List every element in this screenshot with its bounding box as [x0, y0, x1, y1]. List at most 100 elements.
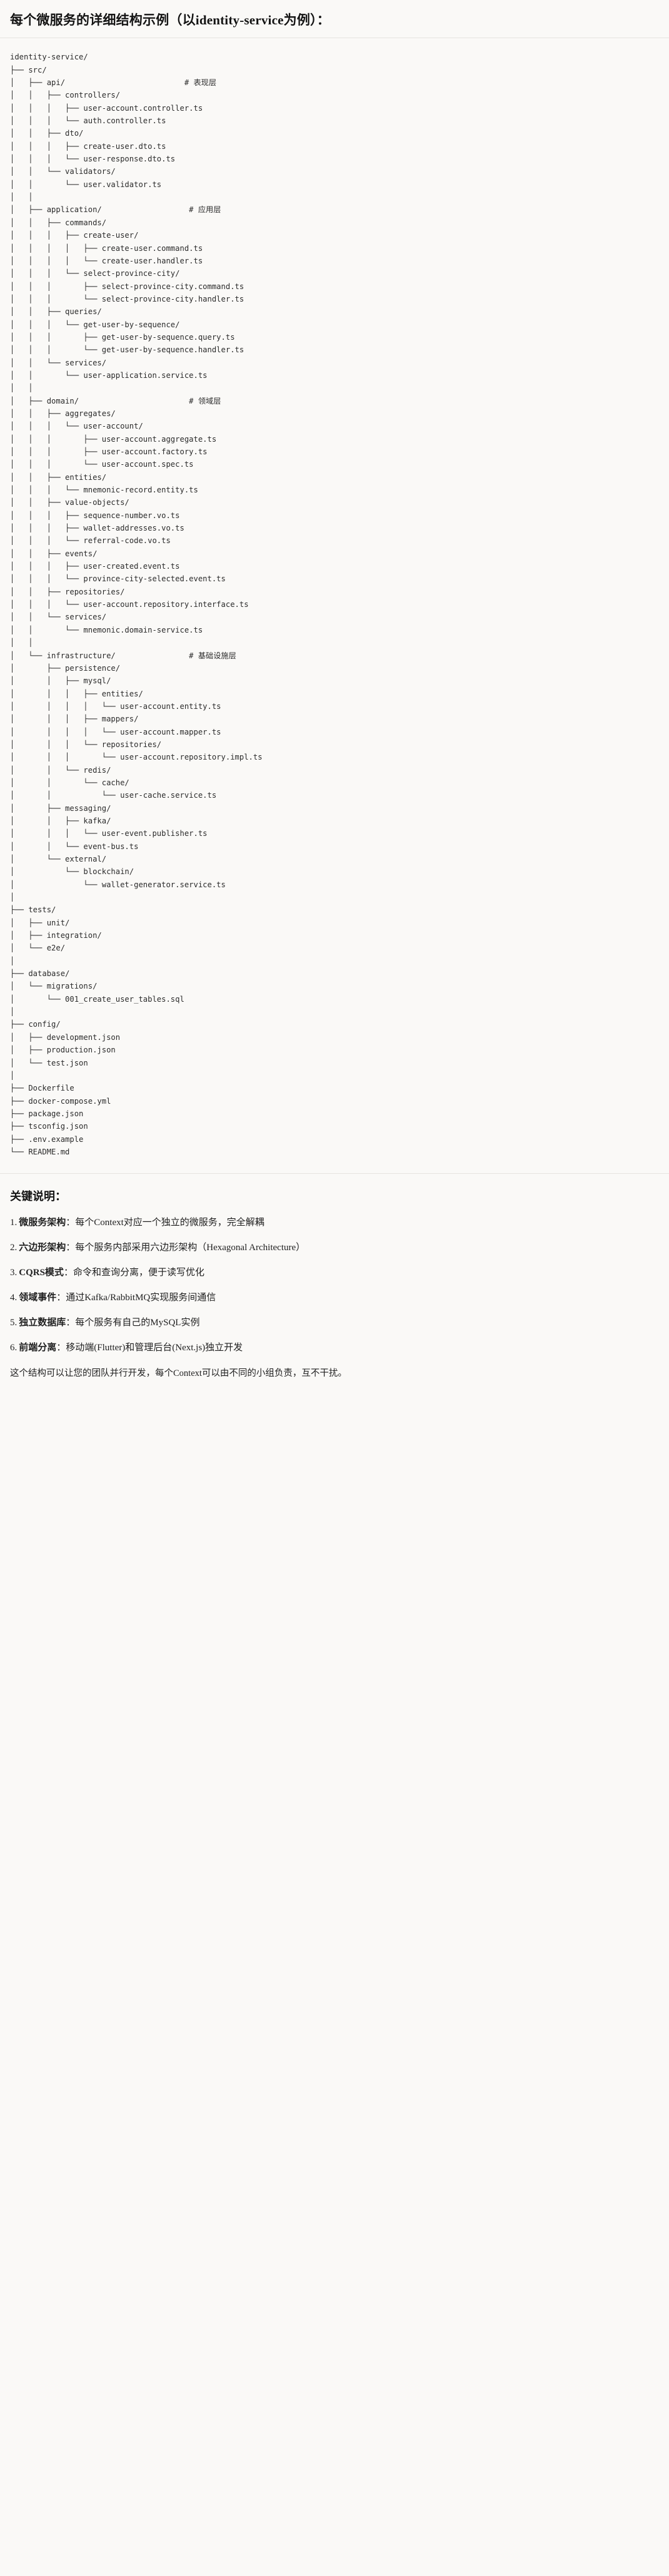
tree-line: │ ├── application/ # 应用层	[10, 205, 221, 215]
key-note-item: 3.CQRS模式：命令和查询分离，便于读写优化	[10, 1265, 659, 1280]
key-note-description: 每个服务内部采用六边形架构（Hexagonal Architecture）	[75, 1243, 306, 1253]
tree-line: │	[10, 1071, 15, 1080]
tree-line: │ │ └── user.validator.ts	[10, 180, 162, 189]
key-note-separator: ：	[56, 1293, 66, 1303]
tree-line: │ │ ├── repositories/	[10, 587, 125, 596]
tree-line: │ │ ├── controllers/	[10, 91, 121, 100]
tree-line: ├── config/	[10, 1020, 61, 1029]
tree-line: │ │ └── services/	[10, 613, 107, 622]
directory-tree-block: identity-service/ ├── src/ │ ├── api/ # 表现…	[0, 38, 669, 1174]
tree-line: │ │ ├── aggregates/	[10, 409, 116, 418]
tree-line: │ │	[10, 384, 33, 393]
tree-line: │ │ ├── events/	[10, 549, 98, 558]
tree-line: │ │ │ │ ├── create-user.command.ts	[10, 243, 203, 253]
tree-line: │ │ ├── commands/	[10, 218, 107, 227]
tree-line: │	[10, 956, 15, 965]
key-note-item: 5.独立数据库：每个服务有自己的MySQL实例	[10, 1315, 659, 1330]
key-note-body: 领域事件：通过Kafka/RabbitMQ实现服务间通信	[19, 1290, 216, 1305]
tree-line: │ └── wallet-generator.service.ts	[10, 880, 226, 889]
key-notes-title: 关键说明：	[10, 1190, 66, 1203]
key-note-number: 4.	[10, 1293, 18, 1303]
tree-line: │ │ │ └── province-city-selected.event.t…	[10, 574, 226, 584]
key-note-body: 前端分离：移动端(Flutter)和管理后台(Next.js)独立开发	[19, 1340, 243, 1355]
key-note-term: CQRS模式	[19, 1268, 64, 1278]
tree-line: │ │	[10, 638, 33, 648]
tree-line: │ │ ├── value-objects/	[10, 498, 129, 507]
tree-line: ├── tsconfig.json	[10, 1122, 88, 1131]
directory-tree-code: identity-service/ ├── src/ │ ├── api/ # 表现…	[10, 51, 659, 1158]
tree-line: │ │ └── services/	[10, 358, 107, 367]
key-note-body: 微服务架构：每个Context对应一个独立的微服务，完全解耦	[19, 1215, 264, 1230]
tree-line: │ │ │ │ └── create-user.handler.ts	[10, 256, 203, 265]
tree-line: │ └── migrations/	[10, 982, 98, 991]
tree-line: │ ├── development.json	[10, 1032, 121, 1042]
tree-line: │ │ │ └── repositories/	[10, 740, 162, 749]
tree-line: │ │ │ └── user-account.repository.impl.t…	[10, 753, 263, 762]
tree-line: │	[10, 1007, 15, 1017]
tree-line: │ ├── api/ # 表现层	[10, 78, 217, 88]
tree-line: │ └── infrastructure/ # 基础设施层	[10, 651, 236, 660]
tree-line: │ │ │ └── mnemonic-record.entity.ts	[10, 486, 198, 495]
key-note-body: 独立数据库：每个服务有自己的MySQL实例	[19, 1315, 199, 1330]
tree-line: ├── tests/	[10, 905, 56, 915]
tree-line: │ │ │ └── auth.controller.ts	[10, 116, 166, 126]
key-note-separator: ：	[66, 1218, 76, 1228]
key-note-number: 3.	[10, 1268, 18, 1278]
tree-line: ├── package.json	[10, 1109, 84, 1118]
key-note-term: 独立数据库	[19, 1318, 66, 1328]
tree-line: │ │ │ ├── mappers/	[10, 715, 139, 724]
tree-line: │ └── 001_create_user_tables.sql	[10, 994, 184, 1004]
tree-line: │ │ │ └── user-account/	[10, 422, 143, 431]
key-note-number: 6.	[10, 1343, 18, 1353]
key-note-item: 4.领域事件：通过Kafka/RabbitMQ实现服务间通信	[10, 1290, 659, 1305]
tree-line: │ │ │ ├── sequence-number.vo.ts	[10, 511, 180, 520]
tree-line: │ │ │ ├── user-account.controller.ts	[10, 103, 203, 113]
tree-line: │ ├── messaging/	[10, 803, 111, 813]
key-note-description: 通过Kafka/RabbitMQ实现服务间通信	[66, 1293, 216, 1303]
tree-line: │ │ │ └── user-account.repository.interf…	[10, 600, 249, 609]
tree-line: │ │ └── user-application.service.ts	[10, 370, 208, 380]
tree-line: │ │ │ ├── create-user.dto.ts	[10, 141, 166, 151]
tree-line: ├── src/	[10, 65, 47, 74]
tree-line: │ │ │ │ └── user-account.entity.ts	[10, 701, 221, 711]
tree-line: └── README.md	[10, 1147, 70, 1156]
tree-line: │ │ └── user-cache.service.ts	[10, 791, 217, 800]
key-note-description: 每个服务有自己的MySQL实例	[75, 1318, 200, 1328]
key-note-description: 移动端(Flutter)和管理后台(Next.js)独立开发	[66, 1343, 243, 1353]
key-note-term: 六边形架构	[19, 1243, 66, 1253]
tree-line: │ │ │ └── select-province-city/	[10, 269, 180, 278]
tree-line: │ │ │ ├── entities/	[10, 689, 143, 698]
tree-line: │ │ │ ├── user-account.aggregate.ts	[10, 434, 217, 444]
tree-line: │ ├── persistence/	[10, 663, 121, 673]
key-note-description: 命令和查询分离，便于读写优化	[73, 1268, 204, 1278]
tree-line: │	[10, 893, 15, 902]
tree-line: │ │ │ └── user-response.dto.ts	[10, 155, 176, 164]
tree-line: │ │ ├── queries/	[10, 307, 102, 317]
key-note-separator: ：	[66, 1243, 76, 1253]
page-title: 每个微服务的详细结构示例（以identity-service为例）：	[10, 13, 330, 28]
key-note-separator: ：	[66, 1318, 76, 1328]
tree-line: │ │ │ └── user-account.spec.ts	[10, 460, 194, 469]
key-note-number: 1.	[10, 1218, 18, 1228]
tree-line: │ │ │ ├── select-province-city.command.t…	[10, 282, 244, 291]
tree-line: │ ├── unit/	[10, 918, 70, 927]
key-note-item: 6.前端分离：移动端(Flutter)和管理后台(Next.js)独立开发	[10, 1340, 659, 1355]
tree-line: │ │ │ ├── get-user-by-sequence.query.ts	[10, 332, 235, 342]
tree-line: ├── database/	[10, 969, 70, 979]
key-note-term: 领域事件	[19, 1293, 57, 1303]
tree-line: │ │ ├── dto/	[10, 129, 84, 138]
tree-line: │ │ │ ├── user-created.event.ts	[10, 562, 180, 571]
key-note-separator: ：	[56, 1343, 66, 1353]
tree-line: │ │ │ │ └── user-account.mapper.ts	[10, 727, 221, 736]
tree-line: │ └── external/	[10, 855, 107, 863]
tree-line: │ │	[10, 193, 33, 202]
tree-line: │ │ ├── mysql/	[10, 676, 111, 686]
key-note-number: 2.	[10, 1243, 18, 1253]
tree-line: identity-service/	[10, 53, 88, 62]
tree-line: ├── docker-compose.yml	[10, 1096, 111, 1106]
tree-line: │ ├── domain/ # 领域层	[10, 396, 221, 405]
key-note-term: 前端分离	[19, 1343, 57, 1353]
tree-line: │ ├── integration/	[10, 931, 102, 940]
directory-tree: identity-service/ ├── src/ │ ├── api/ # 表现…	[10, 51, 659, 1158]
